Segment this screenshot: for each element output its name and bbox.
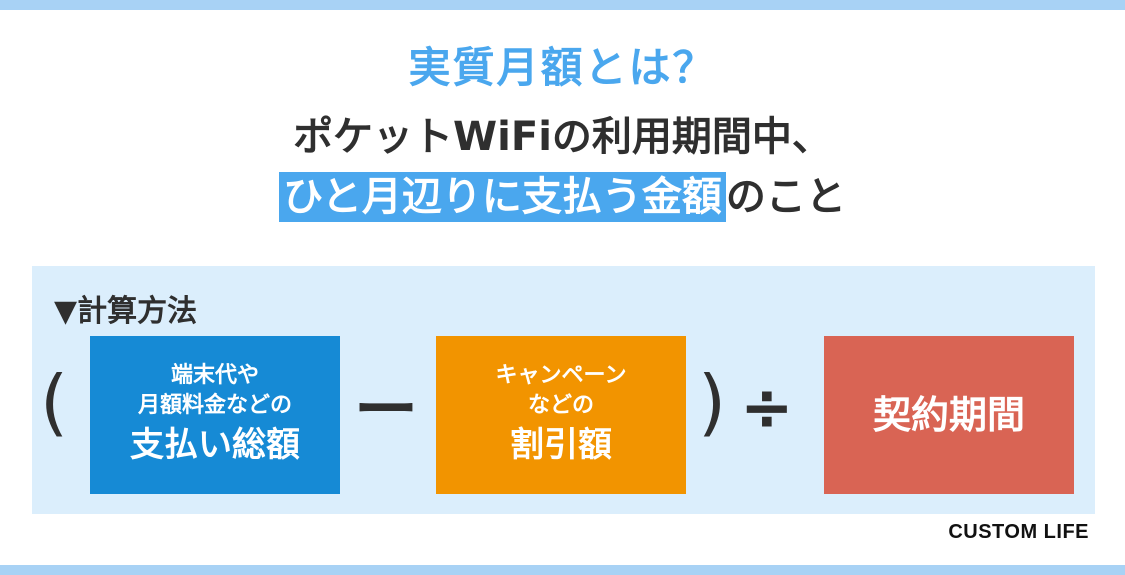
minus-operator: ー: [354, 374, 418, 448]
box2-line3: 割引額: [510, 424, 612, 465]
divide-operator: ÷: [740, 371, 794, 445]
calculation-panel: ▼計算方法 ( 端末代や 月額料金などの 支払い総額 ー キャンペーン などの …: [32, 266, 1095, 514]
subtitle-highlight: ひと月辺りに支払う金額: [279, 172, 726, 222]
box2-line2: などの: [527, 393, 594, 419]
box2-line1: キャンペーン: [495, 363, 627, 389]
bottom-border: [0, 565, 1125, 575]
subtitle-rest: のこと: [725, 174, 846, 220]
total-payment-box: 端末代や 月額料金などの 支払い総額: [90, 336, 340, 494]
page-title: 実質月額とは？: [408, 43, 717, 92]
top-border: [0, 0, 1125, 10]
open-paren: (: [40, 360, 69, 444]
box1-line1: 端末代や: [170, 363, 259, 389]
subtitle-line-1: ポケットWiFiの利用期間中、: [293, 114, 832, 160]
custom-life-logo: CUSTOM LIFE: [948, 521, 1089, 543]
box3-label: 契約期間: [872, 393, 1025, 438]
method-label: ▼計算方法: [54, 294, 198, 329]
close-paren: ): [698, 360, 727, 444]
subtitle-line-2: ひと月辺りに支払う金額のこと: [0, 164, 1125, 222]
discount-box: キャンペーン などの 割引額: [436, 336, 686, 494]
box1-line2: 月額料金などの: [137, 393, 292, 419]
box1-line3: 支払い総額: [130, 424, 300, 465]
contract-period-box: 契約期間: [824, 336, 1074, 494]
